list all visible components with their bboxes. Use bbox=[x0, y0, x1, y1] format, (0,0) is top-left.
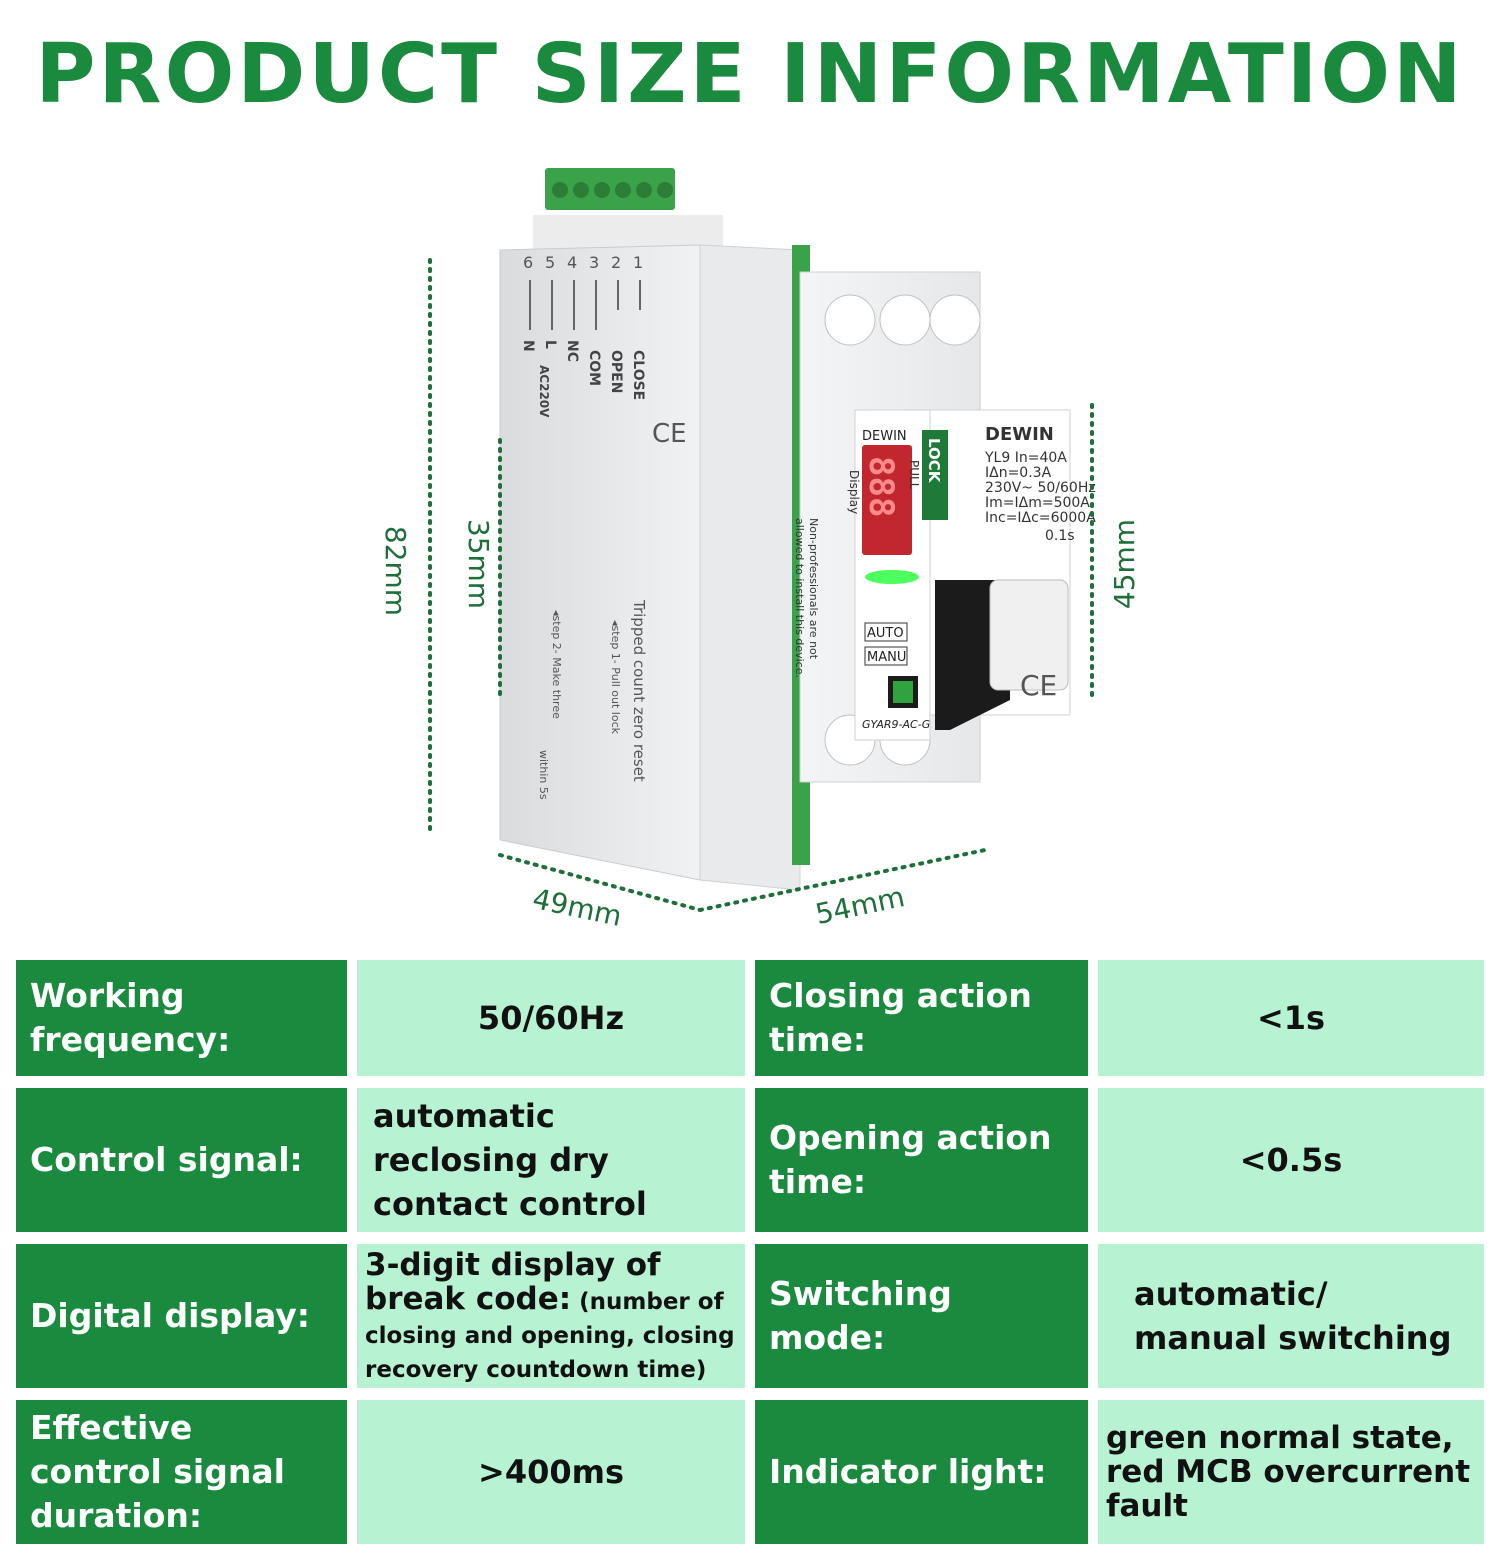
warning-line: Non-professionals are not bbox=[807, 518, 820, 660]
spec-label: Indicator light: bbox=[755, 1400, 1088, 1544]
spec-value: 50/60Hz bbox=[357, 960, 745, 1076]
terminal-number: 4 bbox=[567, 253, 577, 272]
spec-value-note: (number of closing and opening, closing … bbox=[365, 1289, 735, 1383]
ce-mark-right: CE bbox=[1020, 669, 1057, 702]
product-figure: 6 5 4 3 2 1 N L NC COM OPEN CLOSE AC220V… bbox=[0, 140, 1500, 940]
terminal-number: 6 bbox=[523, 253, 533, 272]
rating-line: YL9 In=40A bbox=[984, 450, 1067, 466]
spec-label: Effective control signal duration: bbox=[16, 1400, 347, 1544]
terminal-number: 2 bbox=[611, 253, 621, 272]
spec-label: Switching mode: bbox=[755, 1244, 1088, 1388]
table-row: Digital display: 3-digit display of brea… bbox=[16, 1244, 1484, 1388]
terminal-label: L bbox=[542, 340, 558, 349]
pull-label: PULL bbox=[907, 460, 921, 490]
ce-mark: CE bbox=[652, 419, 687, 449]
rating-line: Inc=IΔc=6000A bbox=[985, 510, 1096, 526]
warning-line: allowed to install this device. bbox=[793, 518, 806, 678]
rating-line: Im=IΔm=500A bbox=[985, 495, 1090, 511]
rating-line: IΔn=0.3A bbox=[985, 465, 1052, 481]
panel-brand: DEWIN bbox=[862, 429, 907, 444]
width-dimension-line bbox=[698, 848, 987, 912]
step2b-text: within 5s bbox=[537, 750, 550, 800]
table-row: Control signal: automatic reclosing dry … bbox=[16, 1088, 1484, 1232]
spec-value-cell: 3-digit display of break code: (number o… bbox=[357, 1244, 745, 1388]
step1-text: ◂step 1- Pull out lock bbox=[609, 620, 622, 735]
trip-time: 0.1s bbox=[1045, 528, 1075, 544]
mode-auto-label: AUTO bbox=[867, 626, 904, 641]
height-dimension-label: 82mm bbox=[379, 525, 413, 617]
spec-label: Control signal: bbox=[16, 1088, 347, 1232]
digital-display bbox=[862, 445, 912, 555]
display-label: Display bbox=[847, 470, 861, 514]
brand-label: DEWIN bbox=[985, 424, 1054, 445]
lock-tab[interactable] bbox=[922, 430, 948, 520]
terminal-number: 1 bbox=[633, 253, 643, 272]
spec-label: Working frequency: bbox=[16, 960, 347, 1076]
terminal-label: OPEN bbox=[608, 350, 624, 393]
supply-label: AC220V bbox=[537, 365, 551, 418]
reset-text: Tripped count zero reset bbox=[630, 599, 648, 782]
terminal-number: 3 bbox=[589, 253, 599, 272]
mode-manu-label: MANU bbox=[867, 650, 906, 665]
rating-line: 230V~ 50/60Hz bbox=[985, 480, 1096, 496]
spec-value: automatic reclosing dry contact control bbox=[357, 1088, 745, 1232]
spec-value: green normal state, red MCB overcurrent … bbox=[1098, 1400, 1484, 1544]
spec-label: Digital display: bbox=[16, 1244, 347, 1388]
terminal-label: COM bbox=[586, 350, 602, 386]
inner-height-dimension-label: 35mm bbox=[462, 518, 496, 610]
display-digits: 888 bbox=[861, 456, 901, 517]
step2-text: ◂step 2- Make three bbox=[550, 610, 563, 719]
lock-label: LOCK bbox=[925, 438, 943, 484]
depth-dimension-line bbox=[498, 853, 702, 912]
terminal-label: N bbox=[520, 340, 536, 352]
spec-value: >400ms bbox=[357, 1400, 745, 1544]
terminal-number: 5 bbox=[545, 253, 555, 272]
spec-value: <1s bbox=[1098, 960, 1484, 1076]
table-row: Working frequency: 50/60Hz Closing actio… bbox=[16, 960, 1484, 1076]
breaker-illustration: 6 5 4 3 2 1 N L NC COM OPEN CLOSE AC220V… bbox=[428, 168, 1096, 912]
specs-table: Working frequency: 50/60Hz Closing actio… bbox=[6, 948, 1494, 1556]
right-height-dimension-label: 45mm bbox=[1108, 518, 1142, 610]
spec-value: <0.5s bbox=[1098, 1088, 1484, 1232]
table-row: Effective control signal duration: >400m… bbox=[16, 1400, 1484, 1544]
model-label: GYAR9-AC-G bbox=[862, 718, 930, 731]
indicator-light-icon bbox=[865, 570, 919, 584]
spec-value: automatic/ manual switching bbox=[1098, 1244, 1484, 1388]
spec-label: Closing action time: bbox=[755, 960, 1088, 1076]
terminal-label: CLOSE bbox=[630, 350, 646, 400]
spec-value: 3-digit display of break code: bbox=[365, 1247, 661, 1317]
terminal-label: NC bbox=[564, 340, 580, 362]
page-title: PRODUCT SIZE INFORMATION bbox=[35, 27, 1465, 122]
spec-label: Opening action time: bbox=[755, 1088, 1088, 1232]
